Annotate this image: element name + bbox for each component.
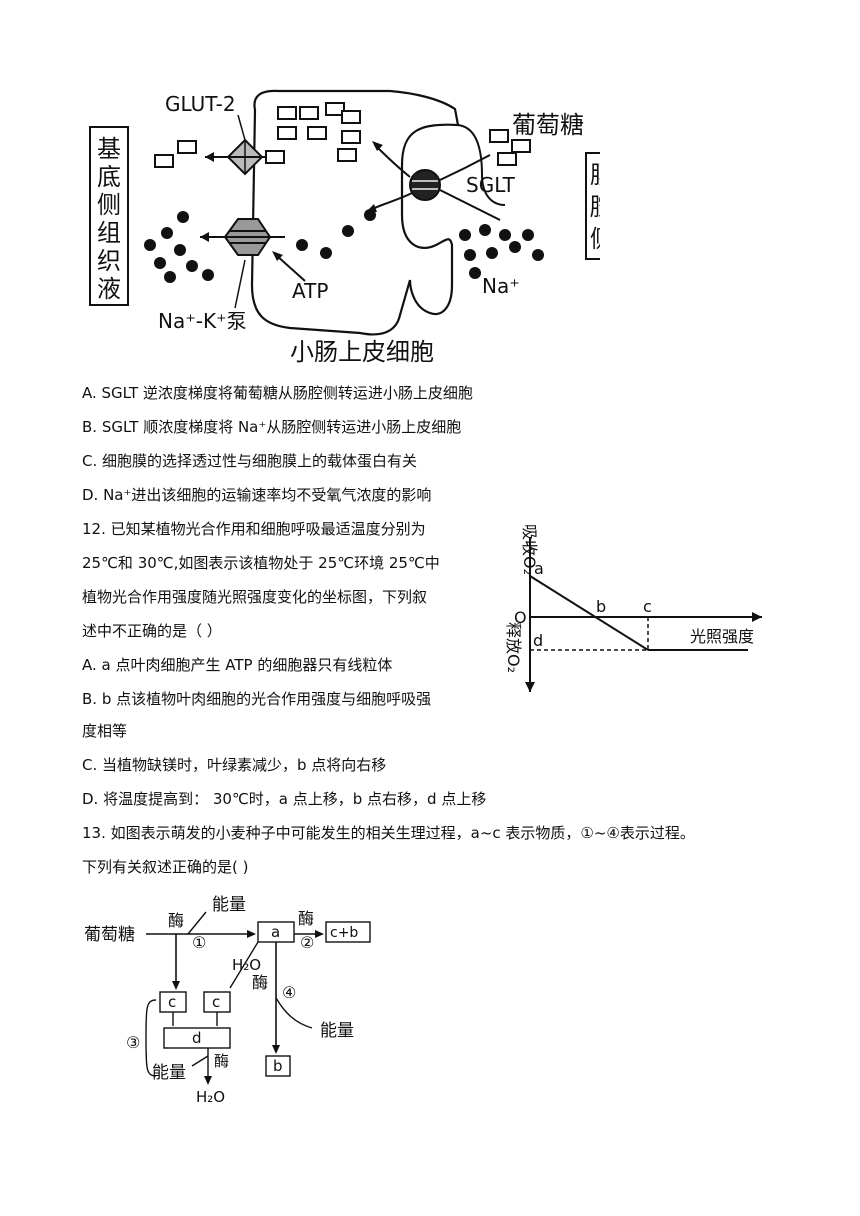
enzyme-label: 酶 bbox=[298, 909, 314, 928]
sglt-label: SGLT bbox=[466, 173, 516, 197]
curve bbox=[530, 576, 648, 650]
water-label: H₂O bbox=[196, 1088, 225, 1106]
q13-diagram: 葡萄糖 酶 能量 ① a 酶 ② c+b H₂O 酶 ④ 能量 b c c d … bbox=[80, 888, 410, 1113]
q11-option-b: B. SGLT 顺浓度梯度将 Na⁺从肠腔侧转运进小肠上皮细胞 bbox=[82, 416, 461, 438]
q11-option-d: D. Na⁺进出该细胞的运输速率均不受氧气浓度的影响 bbox=[82, 484, 431, 506]
basolateral-char: 底 bbox=[97, 163, 121, 191]
basolateral-char: 侧 bbox=[97, 191, 121, 219]
box-d-label: d bbox=[192, 1029, 202, 1047]
pump-label: Na⁺-K⁺泵 bbox=[158, 309, 247, 333]
basolateral-char: 液 bbox=[97, 275, 121, 303]
sodium-ions bbox=[144, 209, 544, 283]
box-c-label: c bbox=[168, 993, 176, 1011]
q13-stem-line: 下列有关叙述正确的是( ) bbox=[82, 856, 248, 878]
water-label: H₂O bbox=[232, 956, 261, 974]
basolateral-char: 组 bbox=[97, 219, 121, 247]
box-c-label: c bbox=[212, 993, 220, 1011]
q11-option-a: A. SGLT 逆浓度梯度将葡萄糖从肠腔侧转运进小肠上皮细胞 bbox=[82, 382, 473, 404]
atp-label: ATP bbox=[292, 279, 328, 303]
y-down-label: 释放O₂ bbox=[504, 622, 523, 673]
step-2-label: ② bbox=[300, 933, 314, 952]
origin-label: O bbox=[514, 608, 527, 627]
q11-option-c: C. 细胞膜的选择透过性与细胞膜上的载体蛋白有关 bbox=[82, 450, 417, 472]
figure-caption: 小肠上皮细胞 bbox=[290, 336, 434, 368]
energy-label: 能量 bbox=[152, 1063, 186, 1083]
q12-stem-line: 述中不正确的是（ ） bbox=[82, 620, 222, 642]
q12-option-b: B. b 点该植物叶肉细胞的光合作用强度与细胞呼吸强 bbox=[82, 688, 431, 710]
q12-option-a: A. a 点叶肉细胞产生 ATP 的细胞器只有线粒体 bbox=[82, 654, 392, 676]
q12-stem-line: 植物光合作用强度随光照强度变化的坐标图，下列叙 bbox=[82, 586, 427, 608]
enzyme-label: 酶 bbox=[252, 973, 268, 992]
energy-label: 能量 bbox=[320, 1021, 354, 1041]
basolateral-char: 基 bbox=[97, 135, 121, 163]
x-axis-label: 光照强度 bbox=[690, 627, 754, 646]
energy-label: 能量 bbox=[212, 895, 246, 915]
glut2-label: GLUT-2 bbox=[165, 92, 236, 116]
box-cb-label: c+b bbox=[330, 925, 358, 941]
basolateral-char: 织 bbox=[97, 247, 121, 275]
q12-option-b-cont: 度相等 bbox=[82, 720, 127, 742]
point-d-label: d bbox=[533, 631, 543, 650]
box-a-label: a bbox=[271, 923, 280, 941]
enzyme-label: 酶 bbox=[214, 1052, 229, 1070]
step-4-label: ④ bbox=[282, 983, 296, 1002]
box-b-label: b bbox=[273, 1057, 283, 1075]
point-b-label: b bbox=[596, 597, 606, 616]
lumen-char: 侧 bbox=[590, 225, 600, 253]
sglt-carrier bbox=[410, 170, 440, 200]
glucose-label: 葡萄糖 bbox=[84, 925, 135, 945]
enzyme-label: 酶 bbox=[168, 911, 184, 930]
q13-stem-line: 13. 如图表示萌发的小麦种子中可能发生的相关生理过程，a~c 表示物质，①~④… bbox=[82, 822, 695, 844]
q12-stem-line: 12. 已知某植物光合作用和细胞呼吸最适温度分别为 bbox=[82, 518, 426, 540]
na-label: Na⁺ bbox=[482, 274, 520, 298]
step-1-label: ① bbox=[192, 933, 206, 952]
point-c-label: c bbox=[643, 597, 652, 616]
step-3-label: ③ bbox=[126, 1033, 140, 1052]
q12-graph: 吸收O₂ 释放O₂ 光照强度 O a b c d bbox=[500, 512, 780, 697]
intestine-cell-figure: 基 底 侧 组 织 液 肠 腔 侧 GLUT-2 Na⁺-K⁺泵 ATP SGL… bbox=[80, 85, 600, 375]
q12-option-d: D. 将温度提高到： 30℃时，a 点上移，b 点右移，d 点上移 bbox=[82, 788, 486, 810]
q12-option-c: C. 当植物缺镁时，叶绿素减少，b 点将向右移 bbox=[82, 754, 386, 776]
q12-stem-line: 25℃和 30℃,如图表示该植物处于 25℃环境 25℃中 bbox=[82, 552, 440, 574]
point-a-label: a bbox=[534, 559, 544, 578]
lumen-char: 腔 bbox=[590, 193, 600, 221]
glucose-label: 葡萄糖 bbox=[512, 111, 584, 139]
lumen-char: 肠 bbox=[590, 161, 600, 189]
